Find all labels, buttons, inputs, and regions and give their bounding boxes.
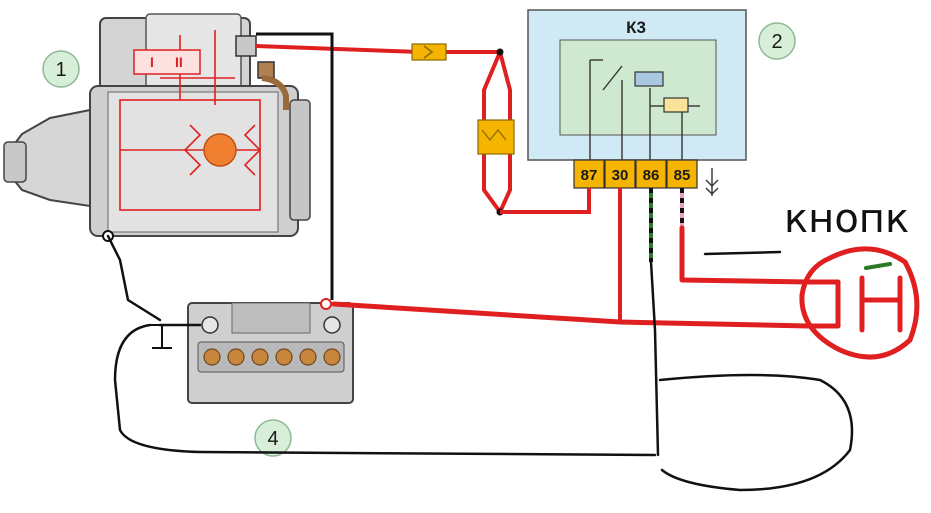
relay-pins: 87 30 86 85 (573, 159, 698, 189)
starter-terminal-50 (235, 35, 257, 57)
callout-battery: 4 (254, 419, 292, 457)
starter-motor: I II (3, 13, 311, 242)
relay-pin-85-label: 85 (674, 167, 691, 184)
winding-mark-1: I (150, 54, 154, 70)
callout-relay-number: 2 (771, 31, 782, 53)
battery-negative-terminal (201, 316, 219, 334)
relay-pin-86 (635, 159, 667, 189)
callout-starter-number: 1 (55, 59, 66, 81)
battery-positive-wire-point (320, 298, 332, 310)
battery (187, 298, 354, 404)
relay-ground-symbol (705, 168, 719, 196)
handwritten-button-label: кнопк (784, 196, 909, 242)
relay-resistor (663, 97, 689, 113)
starter-strap (261, 75, 289, 110)
relay-pin-30-label: 30 (612, 167, 629, 184)
handdrawn-wiring (106, 225, 920, 492)
relay-internal-schematic (589, 59, 700, 165)
relay-pin-87 (573, 159, 605, 189)
wire-starter-to-fuse (255, 44, 500, 54)
battery-cell-caps (203, 348, 341, 366)
callout-starter: 1 (42, 50, 80, 88)
relay-title: К3 (626, 18, 646, 37)
relay-k3: К3 87 30 86 85 (527, 9, 747, 196)
relay-pin-87-label: 87 (581, 167, 598, 184)
wire-junction-top (496, 48, 504, 56)
relay-pin-86-label: 86 (643, 167, 660, 184)
winding-mark-2: II (175, 54, 183, 70)
relay-coil (634, 71, 664, 87)
erased-patches (420, 330, 780, 460)
callout-battery-number: 4 (267, 428, 278, 450)
wire-starter-to-battery-black (256, 32, 334, 300)
inline-fuse (411, 43, 447, 61)
solenoid-windings (133, 49, 201, 75)
chassis-ground-symbol (150, 324, 175, 349)
armature (203, 133, 237, 167)
wire-to-pin-87 (500, 188, 591, 214)
loop-fuse-block (477, 119, 515, 155)
battery-positive-terminal (323, 316, 341, 334)
relay-pin-85 (666, 159, 698, 189)
callout-relay: 2 (758, 22, 796, 60)
